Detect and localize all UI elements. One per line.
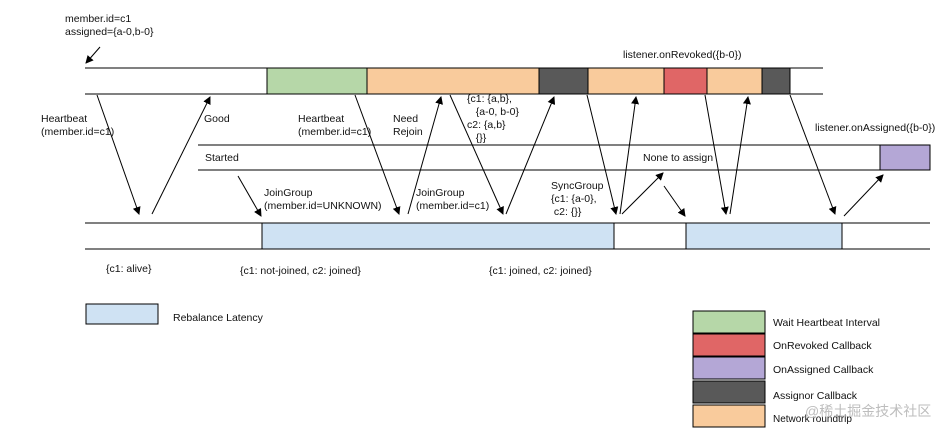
join-group-c1-label: JoinGroup (member.id=c1) [416, 187, 490, 212]
heartbeat-arrow [354, 94, 401, 215]
on-revoked-label: listener.onRevoked({b-0}) [623, 49, 742, 61]
join-group-response-arrow [505, 96, 556, 215]
legend-swatch [692, 333, 766, 357]
legend [692, 310, 766, 428]
pointer-arrow [85, 46, 101, 64]
sync-group-arrow [586, 94, 619, 215]
legend-swatch [692, 380, 766, 404]
member-id-label: member.id=c1 [65, 13, 132, 25]
on-revoked-callback-segment [663, 67, 708, 95]
wait-heartbeat-segment [266, 67, 368, 95]
need-rejoin-label: Need Rejoin [393, 113, 423, 138]
start-arrow [237, 175, 262, 217]
watermark: @稀土掘金技术社区 [805, 403, 932, 419]
heartbeat-label: Heartbeat (member.id=c1) [41, 113, 115, 138]
none-to-assign-arrow [663, 185, 686, 217]
on-assigned-callback-segment [879, 144, 931, 171]
sync-group-arrow [621, 172, 664, 215]
sync-group-label: SyncGroup {c1: {a-0}, c2: {}} [551, 180, 604, 218]
join-group-arrow [449, 94, 504, 215]
state-alive-label: {c1: alive} [106, 263, 152, 275]
heartbeat-label: Heartbeat (member.id=c1) [298, 113, 372, 138]
need-rejoin-arrow [407, 96, 443, 215]
join-group-unknown-label: JoinGroup (member.id=UNKNOWN) [264, 187, 382, 212]
rejoin-arrow [704, 94, 729, 215]
legend-swatch [692, 404, 766, 428]
none-to-assign-label: None to assign [643, 152, 714, 164]
rebalance-latency-label: Rebalance Latency [173, 312, 263, 324]
legend-label: OnRevoked Callback [773, 340, 872, 352]
legend-label: Assignor Callback [773, 390, 858, 402]
sync-group-arrow [619, 96, 640, 215]
network-roundtrip-segment [366, 67, 540, 95]
state-not-joined-label: {c1: not-joined, c2: joined} [240, 265, 361, 277]
started-label: Started [205, 152, 239, 164]
legend-label: Wait Heartbeat Interval [773, 317, 880, 329]
network-roundtrip-segment [587, 67, 665, 95]
good-arrow [151, 96, 211, 215]
legend-label: OnAssigned Callback [773, 364, 874, 376]
consumer-c1-timeline [85, 67, 823, 95]
legend-label: Network roundtrip [773, 414, 852, 425]
heartbeat-arrow [96, 94, 141, 215]
legend-swatch [692, 310, 766, 334]
rebalance-segment [685, 222, 843, 250]
coordinator-timeline [85, 222, 930, 250]
good-label: Good [204, 113, 230, 125]
rejoin-response-arrow [729, 96, 751, 215]
sync-group-arrow [789, 94, 837, 215]
assigned-label: assigned={a-0,b-0} [65, 26, 154, 38]
assignment-arrow [843, 174, 884, 217]
consumer-c2-timeline [198, 144, 931, 171]
assignor-callback-segment [538, 67, 589, 95]
network-roundtrip-segment [706, 67, 763, 95]
state-joined-label: {c1: joined, c2: joined} [489, 265, 592, 277]
legend-swatch [692, 356, 766, 380]
rebalance-segment [261, 222, 615, 250]
assignment-label: {c1: {a,b}, {a-0, b-0} c2: {a,b} {}} [467, 93, 519, 144]
assignor-callback-segment [761, 67, 791, 95]
on-assigned-label: listener.onAssigned({b-0}) [815, 122, 936, 134]
rebalance-latency-swatch [85, 303, 159, 325]
message-arrows [85, 46, 884, 217]
